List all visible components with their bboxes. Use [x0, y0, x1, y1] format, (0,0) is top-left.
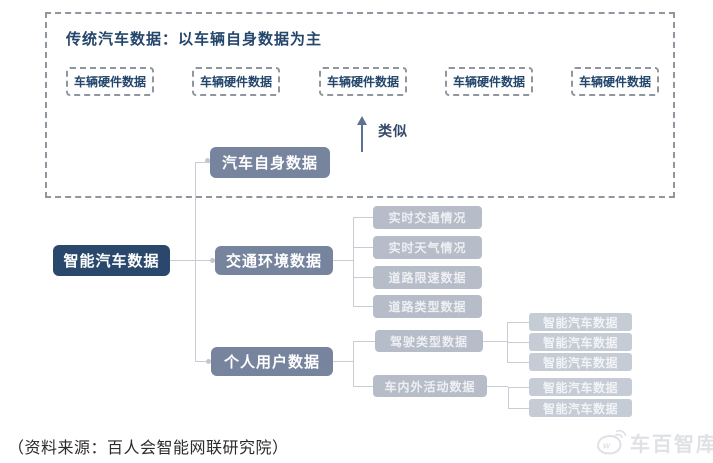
leaf-in-out-vehicle-activity-data: 车内外活动数据 [373, 375, 487, 397]
connector-traffic-child [353, 277, 373, 278]
hardware-data-box: 车辆硬件数据 [192, 67, 280, 96]
watermark-text: 车百智库 [630, 434, 713, 456]
connector-driving-out [483, 341, 507, 342]
weibo-icon: w [596, 429, 626, 455]
connector-traffic-vertical [353, 217, 354, 307]
similar-arrow-icon [361, 124, 363, 152]
leaf-smart-vehicle-data: 智能汽车数据 [529, 399, 632, 417]
node-smart-vehicle-data-root: 智能汽车数据 [53, 245, 170, 276]
hardware-data-box: 车辆硬件数据 [319, 67, 407, 96]
leaf-smart-vehicle-data: 智能汽车数据 [529, 378, 632, 396]
node-vehicle-own-data: 汽车自身数据 [210, 147, 330, 178]
similar-arrow-head-icon [357, 116, 367, 125]
leaf-smart-vehicle-data: 智能汽车数据 [529, 333, 632, 351]
connector-dot [210, 258, 215, 263]
connector-driving-child [507, 362, 529, 363]
leaf-driving-type-data: 驾驶类型数据 [375, 330, 483, 352]
connector-activity-child [508, 408, 529, 409]
node-personal-user-data: 个人用户数据 [211, 347, 333, 376]
connector-dot [205, 158, 210, 163]
leaf-smart-vehicle-data: 智能汽车数据 [529, 353, 632, 371]
connector-user-vertical [353, 341, 354, 386]
connector-driving-child [507, 342, 529, 343]
connector-activity-vertical [508, 387, 509, 408]
traditional-data-section: 传统汽车数据：以车辆自身数据为主 车辆硬件数据 车辆硬件数据 车辆硬件数据 车辆… [45, 12, 675, 198]
leaf-smart-vehicle-data: 智能汽车数据 [529, 313, 632, 331]
connector-user-child [353, 386, 373, 387]
connector-traffic-child [353, 306, 373, 307]
leaf-road-speed-limit: 道路限速数据 [373, 266, 482, 289]
node-traffic-environment-data: 交通环境数据 [215, 246, 333, 275]
leaf-realtime-weather: 实时天气情况 [373, 236, 482, 259]
connector-to-user [195, 361, 211, 362]
connector-root-to-traffic [170, 260, 215, 261]
leaf-road-type: 道路类型数据 [373, 295, 482, 318]
connector-traffic-child [353, 247, 373, 248]
connector-activity-child [508, 387, 529, 388]
hardware-data-box: 车辆硬件数据 [66, 67, 154, 96]
leaf-realtime-traffic: 实时交通情况 [373, 206, 482, 229]
connector-user-child [353, 341, 375, 342]
similar-label: 类似 [378, 123, 408, 139]
connector-driving-child [507, 322, 529, 323]
svg-text:w: w [603, 441, 611, 451]
connector-traffic-out [333, 260, 353, 261]
connector-activity-out [487, 386, 508, 387]
connector-dot [206, 359, 211, 364]
connector-user-out [333, 361, 353, 362]
section-title: 传统汽车数据：以车辆自身数据为主 [66, 31, 323, 48]
connector-trunk-vertical [195, 162, 196, 362]
source-caption: （资料来源：百人会智能网联研究院） [8, 440, 289, 457]
hardware-data-box: 车辆硬件数据 [445, 67, 533, 96]
connector-traffic-child [353, 217, 373, 218]
hardware-data-box: 车辆硬件数据 [571, 67, 659, 96]
watermark: w 车百智库 [596, 428, 713, 457]
connector-to-vehicle-own [195, 162, 210, 163]
